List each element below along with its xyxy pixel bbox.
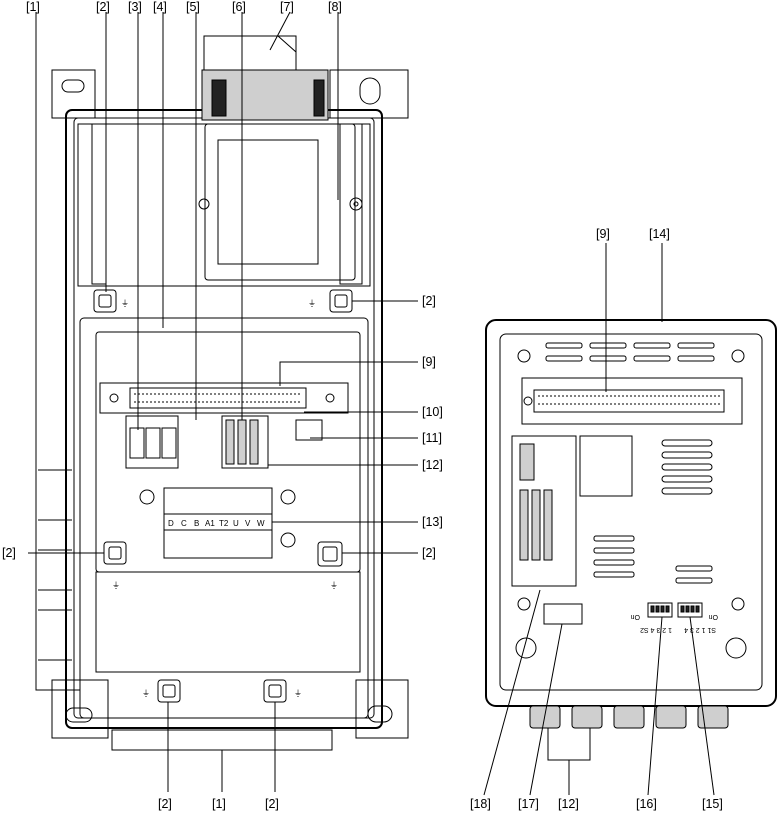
callout-label: [15]	[702, 797, 723, 811]
screw-top-right	[329, 289, 353, 313]
callout-label: [18]	[470, 797, 491, 811]
callout-label: [4]	[153, 0, 167, 14]
mains-terminal-block	[125, 415, 179, 469]
dip-s1-label: S1 1 2 3 4	[684, 626, 716, 633]
right-device: On On 1 2 3 4 S2 S1 1 2 3 4	[485, 319, 777, 729]
callout-label: [2]	[96, 0, 110, 14]
terminal-label: V	[245, 519, 251, 528]
svg-text:⏚: ⏚	[294, 689, 302, 698]
callout-label: [1]	[212, 797, 226, 811]
callout-label: [1]	[26, 0, 40, 14]
callout-label: [9]	[596, 227, 610, 241]
dip-on-label: On	[709, 613, 718, 620]
vent-slots-top	[545, 342, 715, 362]
dip-switch-s1	[677, 602, 703, 618]
callout-label: [14]	[649, 227, 670, 241]
plug-connector	[201, 35, 329, 121]
terminal-label: W	[257, 519, 265, 528]
terminal-label: T2	[219, 519, 229, 528]
mount-slot-top-right	[359, 77, 381, 105]
dip-s2-label: 1 2 3 4 S2	[640, 626, 672, 633]
control-terminal-block	[221, 415, 269, 469]
vent-grille-right	[593, 439, 713, 584]
svg-text:⏚: ⏚	[142, 689, 150, 698]
connector-11	[295, 419, 323, 441]
svg-text:⏚: ⏚	[330, 581, 338, 590]
mount-slot-bottom-right	[367, 705, 393, 723]
svg-text:⏚: ⏚	[121, 299, 129, 308]
callout-label: [2]	[158, 797, 172, 811]
callout-label: [5]	[186, 0, 200, 14]
terminal-label: U	[233, 519, 239, 528]
callout-label: [3]	[128, 0, 142, 14]
motor-terminal-block: D C B A1 T2 U V W	[163, 487, 273, 559]
callout-label: [12]	[422, 458, 443, 472]
left-device: ⏚ ⏚	[38, 35, 409, 751]
connector-17	[543, 603, 583, 625]
leader-lines	[28, 11, 715, 796]
screw-top-left	[93, 289, 117, 313]
terminal-label: A1	[205, 519, 215, 528]
terminal-label: C	[181, 519, 187, 528]
screw-bottom-right	[263, 679, 287, 703]
signal-terminal-strip-right	[521, 377, 743, 425]
callout-labels: [1] [2] [3] [4] [5] [6] [7] [8] [2] [9] …	[2, 0, 723, 811]
callout-label: [11]	[422, 431, 442, 445]
callout-label: [12]	[558, 797, 579, 811]
terminal-label: B	[194, 519, 199, 528]
terminal-label: D	[168, 519, 174, 528]
callout-label: [2]	[2, 546, 16, 560]
callout-label: [13]	[422, 515, 443, 529]
svg-text:⏚: ⏚	[308, 299, 316, 308]
callout-label: [6]	[232, 0, 246, 14]
callout-label: [9]	[422, 355, 436, 369]
screw-mid-right	[317, 541, 343, 567]
callout-label: [10]	[422, 405, 443, 419]
mount-slot-top-left	[61, 79, 85, 93]
dip-on-label: On	[631, 613, 640, 620]
mount-slot-bottom-left	[65, 707, 93, 723]
callout-label: [7]	[280, 0, 294, 14]
cable-entry-bottom	[111, 729, 333, 751]
callout-label: [16]	[636, 797, 657, 811]
svg-text:⏚: ⏚	[112, 581, 120, 590]
callout-label: [17]	[518, 797, 539, 811]
callout-label: [2]	[422, 546, 436, 560]
callout-label: [2]	[422, 294, 436, 308]
cable-glands	[529, 705, 729, 729]
signal-terminal-strip	[99, 382, 349, 414]
option-module	[198, 123, 363, 281]
screw-bottom-left	[157, 679, 181, 703]
dip-switch-s2	[647, 602, 673, 618]
screw-mid-left	[103, 541, 127, 565]
callout-label: [2]	[265, 797, 279, 811]
callout-label: [8]	[328, 0, 342, 14]
